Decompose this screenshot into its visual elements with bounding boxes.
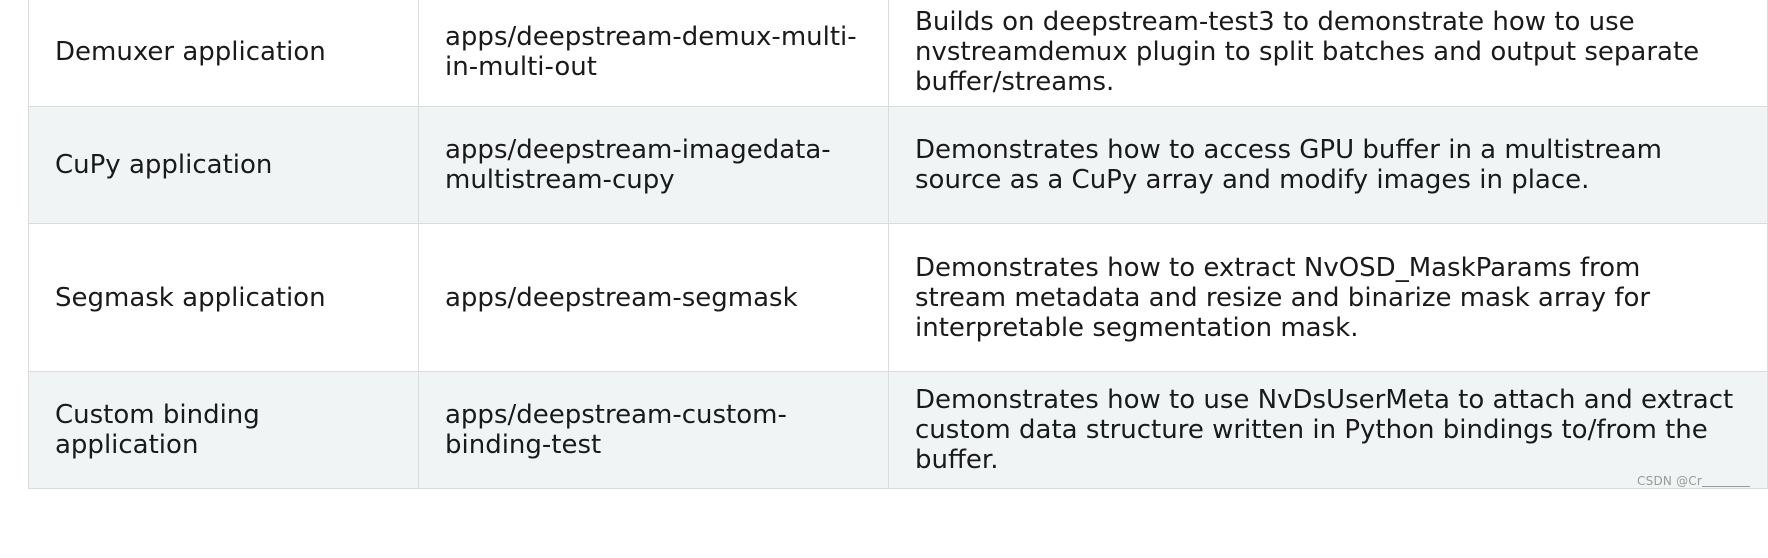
table-row: Segmask application apps/deepstream-segm… [28,223,1768,372]
app-description-cell: Demonstrates how to extract NvOSD_MaskPa… [888,223,1768,372]
app-description-cell: Demonstrates how to access GPU buffer in… [888,106,1768,224]
app-name-cell: CuPy application [28,106,419,224]
app-path-cell: apps/deepstream-segmask [418,223,889,372]
app-path-cell: apps/deepstream-custom-binding-test [418,371,889,489]
table-row: Custom binding application apps/deepstre… [28,371,1768,489]
table-row: Demuxer application apps/deepstream-demu… [28,0,1768,107]
app-description-cell: Demonstrates how to use NvDsUserMeta to … [888,371,1768,489]
watermark-text: CSDN @Cr [1637,474,1702,488]
app-name-cell: Segmask application [28,223,419,372]
app-path-cell: apps/deepstream-demux-multi-in-multi-out [418,0,889,107]
app-name-cell: Custom binding application [28,371,419,489]
sample-apps-table: Demuxer application apps/deepstream-demu… [28,0,1768,489]
table-row: CuPy application apps/deepstream-imageda… [28,106,1768,224]
app-name-cell: Demuxer application [28,0,419,107]
watermark: CSDN @Cr [1637,474,1750,488]
watermark-underline [1702,486,1750,487]
app-description-cell: Builds on deepstream-test3 to demonstrat… [888,0,1768,107]
app-path-cell: apps/deepstream-imagedata-multistream-cu… [418,106,889,224]
